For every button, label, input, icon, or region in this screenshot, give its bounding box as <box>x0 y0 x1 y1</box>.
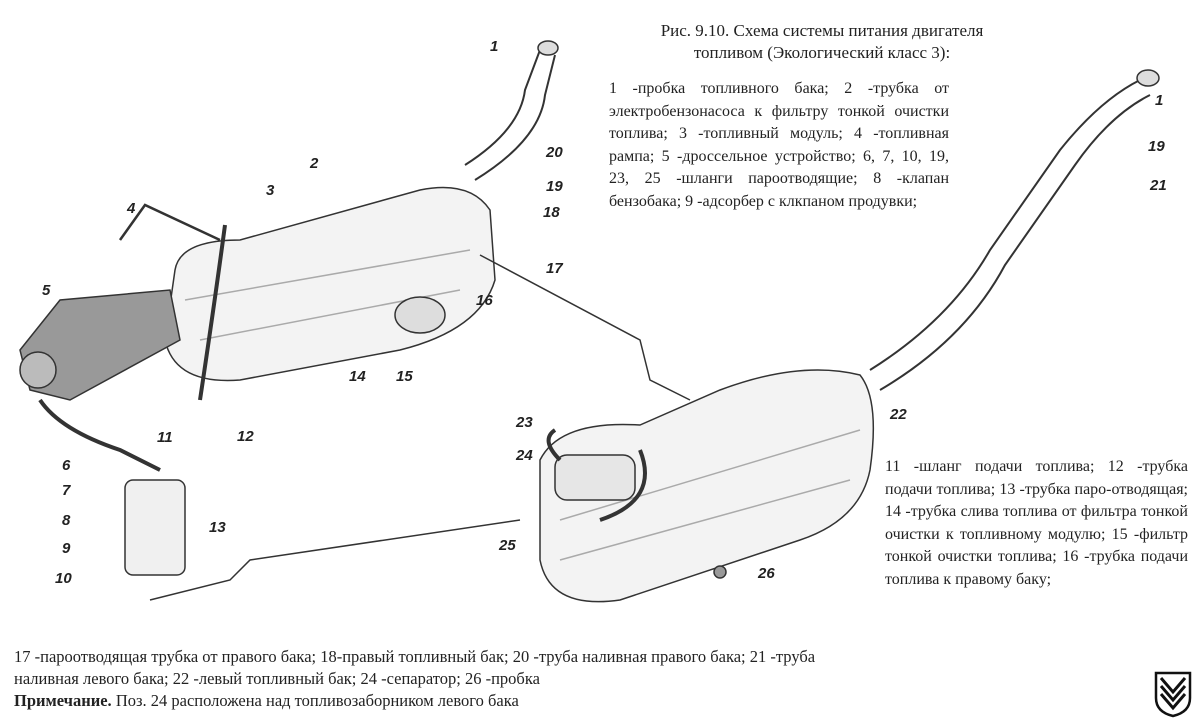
figure-title-line1: Рис. 9.10. Схема системы питания двигате… <box>660 21 984 40</box>
callout-21: 21 <box>1150 177 1167 194</box>
throttle-body <box>19 289 181 401</box>
callout-12: 12 <box>237 428 254 445</box>
callout-20: 20 <box>546 144 563 161</box>
callout-11: 11 <box>157 429 173 446</box>
callout-3: 3 <box>266 182 275 199</box>
callout-9: 9 <box>62 540 71 557</box>
plug <box>713 565 727 579</box>
callout-19: 19 <box>546 178 563 195</box>
left-tank-contour-lines <box>559 429 861 561</box>
callout-7: 7 <box>62 482 71 499</box>
legend-top: 1 -пробка топливного бака; 2 -трубка от … <box>609 80 949 210</box>
separator-vapor-hoses <box>546 428 647 522</box>
callout-25: 25 <box>499 537 516 554</box>
legend-bottom-line1: 17 -пароотводящая трубка от правого бака… <box>14 647 816 666</box>
note-text: Поз. 24 расположена над топливозаборнико… <box>111 691 519 710</box>
callout-24: 24 <box>516 447 533 464</box>
callout-1-filler-cap-left: 1 <box>1155 92 1164 109</box>
fuel-tube-to-right-tank <box>479 254 691 401</box>
publisher-logo-icon <box>1154 671 1192 718</box>
filler-cap-right-tank <box>537 40 559 56</box>
callout-19-left: 19 <box>1148 138 1165 155</box>
vapor-hose <box>38 398 161 472</box>
callout-15: 15 <box>396 368 413 385</box>
callout-16: 16 <box>476 292 493 309</box>
throttle-flange <box>19 351 57 389</box>
right-fuel-tank <box>164 186 496 382</box>
note: Примечание. Поз. 24 расположена над топл… <box>14 690 519 712</box>
left-fuel-tank <box>539 369 875 603</box>
callout-2: 2 <box>310 155 319 172</box>
callout-14: 14 <box>349 368 366 385</box>
callout-10: 10 <box>55 570 72 587</box>
left-filler-pipe <box>869 79 1151 391</box>
vapor-tube <box>149 519 521 601</box>
separator <box>554 454 636 501</box>
callout-18: 18 <box>543 204 560 221</box>
callout-4: 4 <box>127 200 136 217</box>
callout-1-filler-cap: 1 <box>490 38 499 55</box>
callout-6: 6 <box>62 457 71 474</box>
legend-bottom-line2: наливная левого бака; 22 -левый топливны… <box>14 669 540 688</box>
fuel-supply-hose <box>198 224 227 401</box>
note-label: Примечание. <box>14 691 112 710</box>
callout-23: 23 <box>516 414 533 431</box>
callout-26: 26 <box>758 565 775 582</box>
callout-8: 8 <box>62 512 71 529</box>
adsorber-canister <box>124 479 186 576</box>
figure-title-line2: топливом (Экологический класс 3): <box>693 43 951 62</box>
fuel-rail <box>118 203 221 242</box>
callout-17: 17 <box>546 260 563 277</box>
legend-right: 11 -шланг подачи топлива; 12 -трубка под… <box>885 458 1188 588</box>
filler-cap-left-tank <box>1136 69 1160 87</box>
fine-fuel-filter <box>394 296 446 334</box>
callout-13: 13 <box>209 519 226 536</box>
callout-5: 5 <box>42 282 51 299</box>
callout-22: 22 <box>890 406 907 423</box>
figure-title: Рис. 9.10. Схема системы питания двигате… <box>612 20 1032 64</box>
right-filler-pipe <box>464 49 556 181</box>
